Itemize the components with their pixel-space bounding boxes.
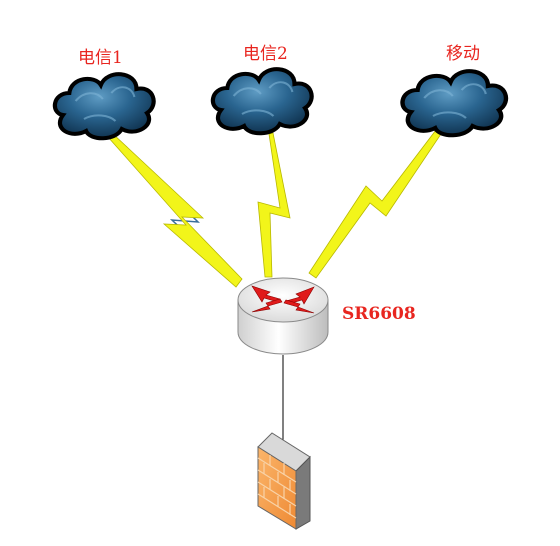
- link-lightning-2: [257, 132, 291, 278]
- router-icon: [237, 277, 329, 355]
- link-lightning-1: [107, 132, 243, 288]
- router-label: SR6608: [342, 304, 416, 324]
- cloud-icon-mobile: [403, 71, 506, 135]
- cloud-label-telecom1: 电信1: [78, 48, 123, 68]
- cloud-icon-telecom2: [213, 69, 312, 133]
- cloud-label-mobile: 移动: [446, 44, 480, 64]
- firewall-icon: [257, 432, 311, 530]
- cloud-label-telecom2: 电信2: [243, 44, 288, 64]
- cloud-icon-telecom1: [55, 74, 154, 138]
- link-lightning-3: [308, 129, 442, 279]
